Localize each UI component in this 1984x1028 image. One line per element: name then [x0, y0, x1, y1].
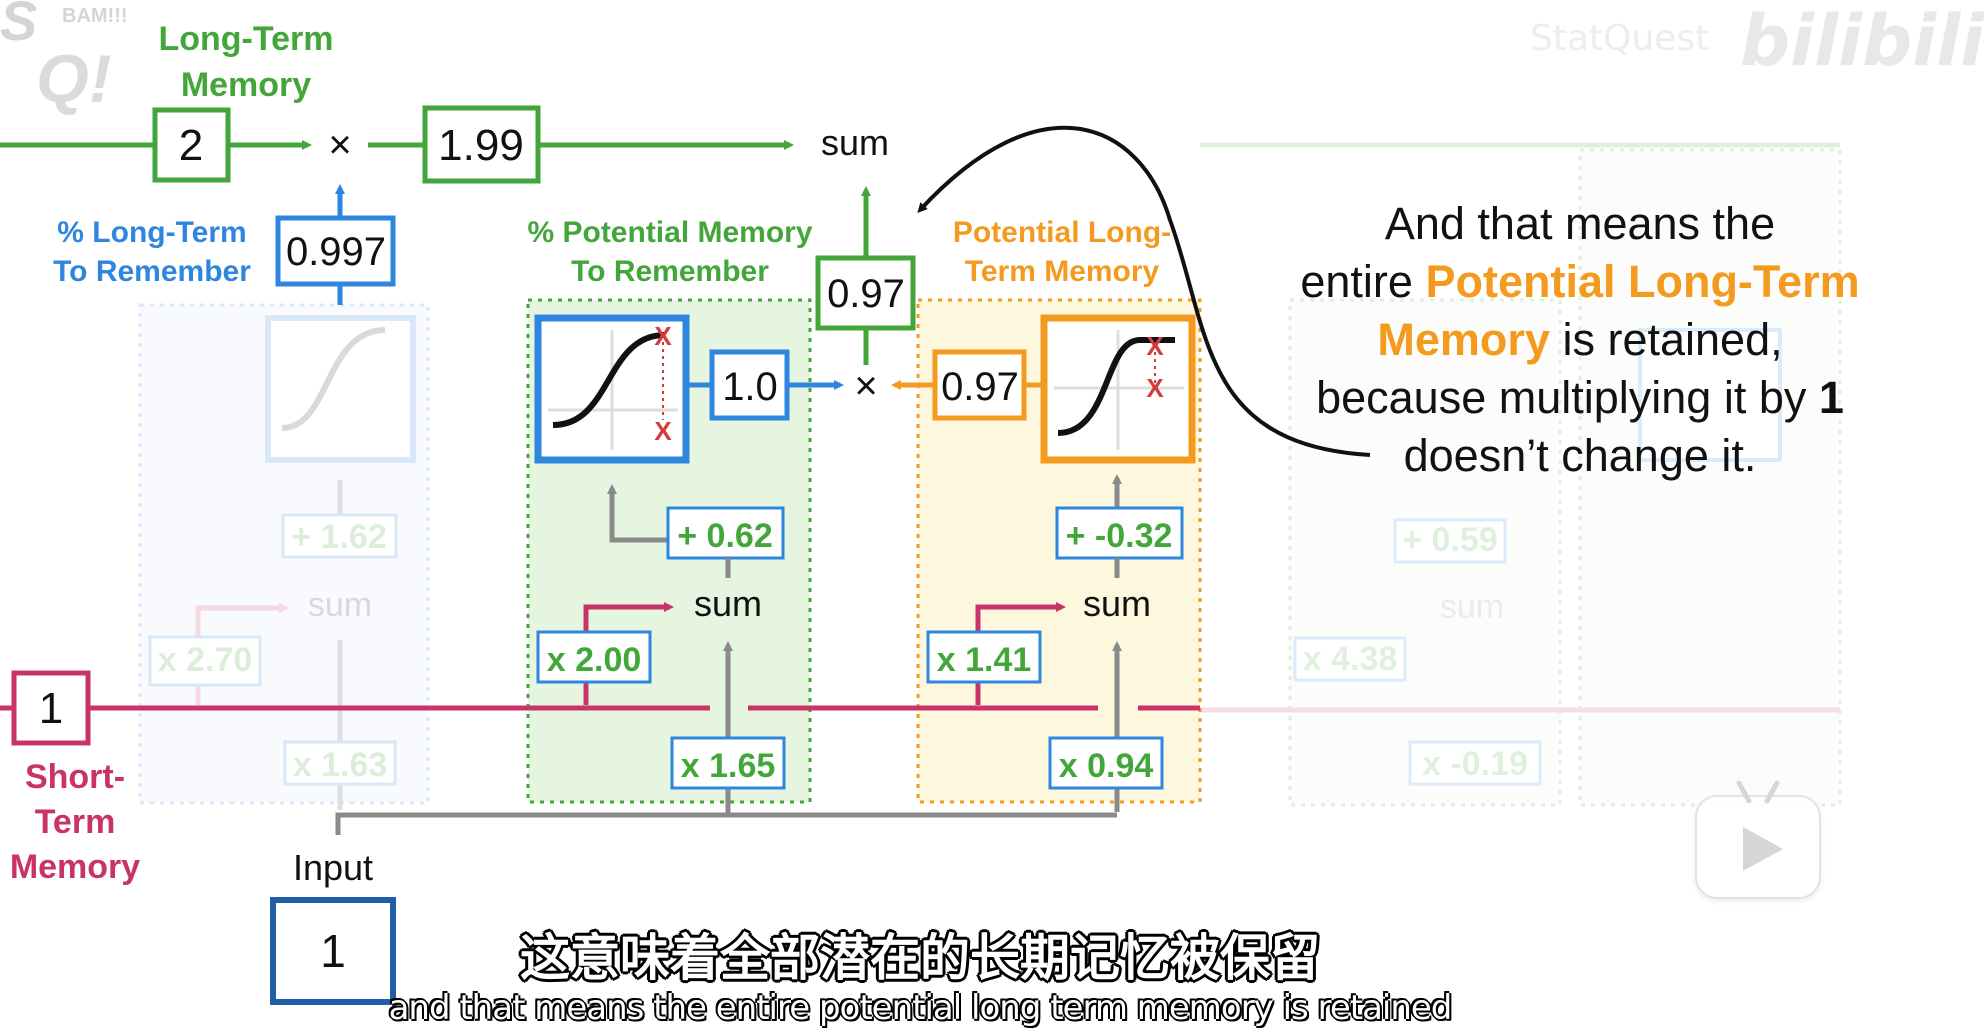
subtitle-english: and that means the entire potential long…	[388, 988, 1453, 1028]
lstm-diagram: + 0.59 sum x 4.38 x -0.19 2 × 1.99 sum S…	[0, 0, 1842, 1005]
output-gate-weight-input: x -0.19	[1422, 745, 1528, 783]
input-gate-times: ×	[854, 364, 877, 408]
logo-bam: BAM!!!	[62, 5, 128, 27]
explanation-part-2: entire	[1300, 256, 1426, 307]
input-label: Input	[293, 847, 373, 888]
long-term-label-2: Memory	[181, 66, 311, 104]
input-gate-weight-input: x 1.65	[681, 747, 776, 785]
explanation-part-3: is retained, because multiplying it by	[1316, 314, 1819, 423]
svg-text:X: X	[654, 321, 672, 351]
watermark-brand: bilibili	[1740, 0, 1984, 82]
input-path: Input 1	[270, 800, 1117, 1005]
short-term-label-1: Short-	[25, 758, 125, 796]
forget-gate-label-1: % Long-Term	[57, 216, 246, 249]
candidate-label-2: Term Memory	[965, 255, 1160, 288]
short-term-label-3: Memory	[10, 848, 140, 886]
candidate-weight-short: x 1.41	[937, 641, 1032, 679]
candidate-weight-input: x 0.94	[1059, 747, 1154, 785]
output-gate-weight-short: x 4.38	[1303, 640, 1398, 678]
forget-gate-bias: + 1.62	[291, 518, 386, 556]
subtitle-chinese: 这意味着全部潜在的长期记忆被保留	[520, 929, 1320, 987]
candidate-bias: + -0.32	[1066, 517, 1173, 555]
forget-gate-sum: sum	[308, 586, 372, 624]
input-gate-bias: + 0.62	[677, 517, 772, 555]
input-gate: % Potential Memory To Remember X X 1.0 +…	[526, 216, 844, 812]
play-icon	[1743, 827, 1783, 871]
explanation-part-4: doesn’t change it.	[1403, 430, 1757, 481]
short-term-label-2: Term	[35, 803, 116, 841]
long-term-result: 1.99	[438, 121, 524, 170]
svg-text:X: X	[1146, 331, 1164, 361]
input-gate-label-2: To Remember	[571, 255, 769, 288]
input-gate-label-1: % Potential Memory	[527, 216, 812, 249]
play-button[interactable]	[1695, 780, 1821, 899]
input-gate-product: 0.97	[827, 272, 905, 316]
faded-output-gate: + 0.59 sum x 4.38 x -0.19	[1200, 142, 1842, 807]
long-term-memory-path: 2 × 1.99 sum	[0, 105, 889, 184]
explanation-bold-number: 1	[1818, 372, 1844, 423]
long-term-value: 2	[179, 121, 203, 170]
statquest-logo: S Q! BAM!!!	[0, 0, 128, 117]
short-term-memory-path: 1 Short- Term Memory	[0, 670, 1200, 886]
svg-text:Q!: Q!	[36, 41, 112, 117]
forget-gate: % Long-Term To Remember 0.997 + 1.62 sum…	[53, 184, 430, 810]
input-gate-output: 1.0	[722, 365, 778, 409]
tv-ears-icon	[1736, 780, 1780, 804]
forget-gate-output: 0.997	[286, 230, 386, 274]
explanation-part-1: And that means the	[1384, 198, 1776, 249]
svg-text:S: S	[0, 0, 37, 52]
watermark-text: StatQuest	[1530, 18, 1710, 59]
input-value: 1	[320, 925, 346, 977]
output-gate-bias: + 0.59	[1402, 521, 1497, 559]
candidate-output: 0.97	[941, 365, 1019, 409]
candidate-sum: sum	[1083, 583, 1151, 624]
svg-text:X: X	[1146, 373, 1164, 403]
long-term-times: ×	[328, 123, 351, 167]
long-term-label-1: Long-Term	[158, 20, 333, 58]
callout-arrow	[917, 125, 1371, 457]
forget-gate-weight-short: x 2.70	[158, 641, 253, 679]
forget-gate-label-2: To Remember	[53, 255, 251, 288]
candidate-label-1: Potential Long-	[953, 216, 1171, 249]
input-gate-weight-short: x 2.00	[547, 641, 642, 679]
short-term-value: 1	[39, 684, 63, 733]
explanation-highlight: Potential Long-Term Memory	[1377, 256, 1860, 365]
long-term-sum: sum	[821, 122, 889, 163]
input-gate-sum: sum	[694, 583, 762, 624]
svg-text:X: X	[654, 416, 672, 446]
explanation-text: And that means the entire Potential Long…	[1300, 195, 1860, 485]
output-gate-sum: sum	[1440, 588, 1504, 626]
candidate-gate: Potential Long- Term Memory X X 0.97 + -…	[891, 216, 1202, 812]
forget-gate-weight-input: x 1.63	[293, 746, 388, 784]
